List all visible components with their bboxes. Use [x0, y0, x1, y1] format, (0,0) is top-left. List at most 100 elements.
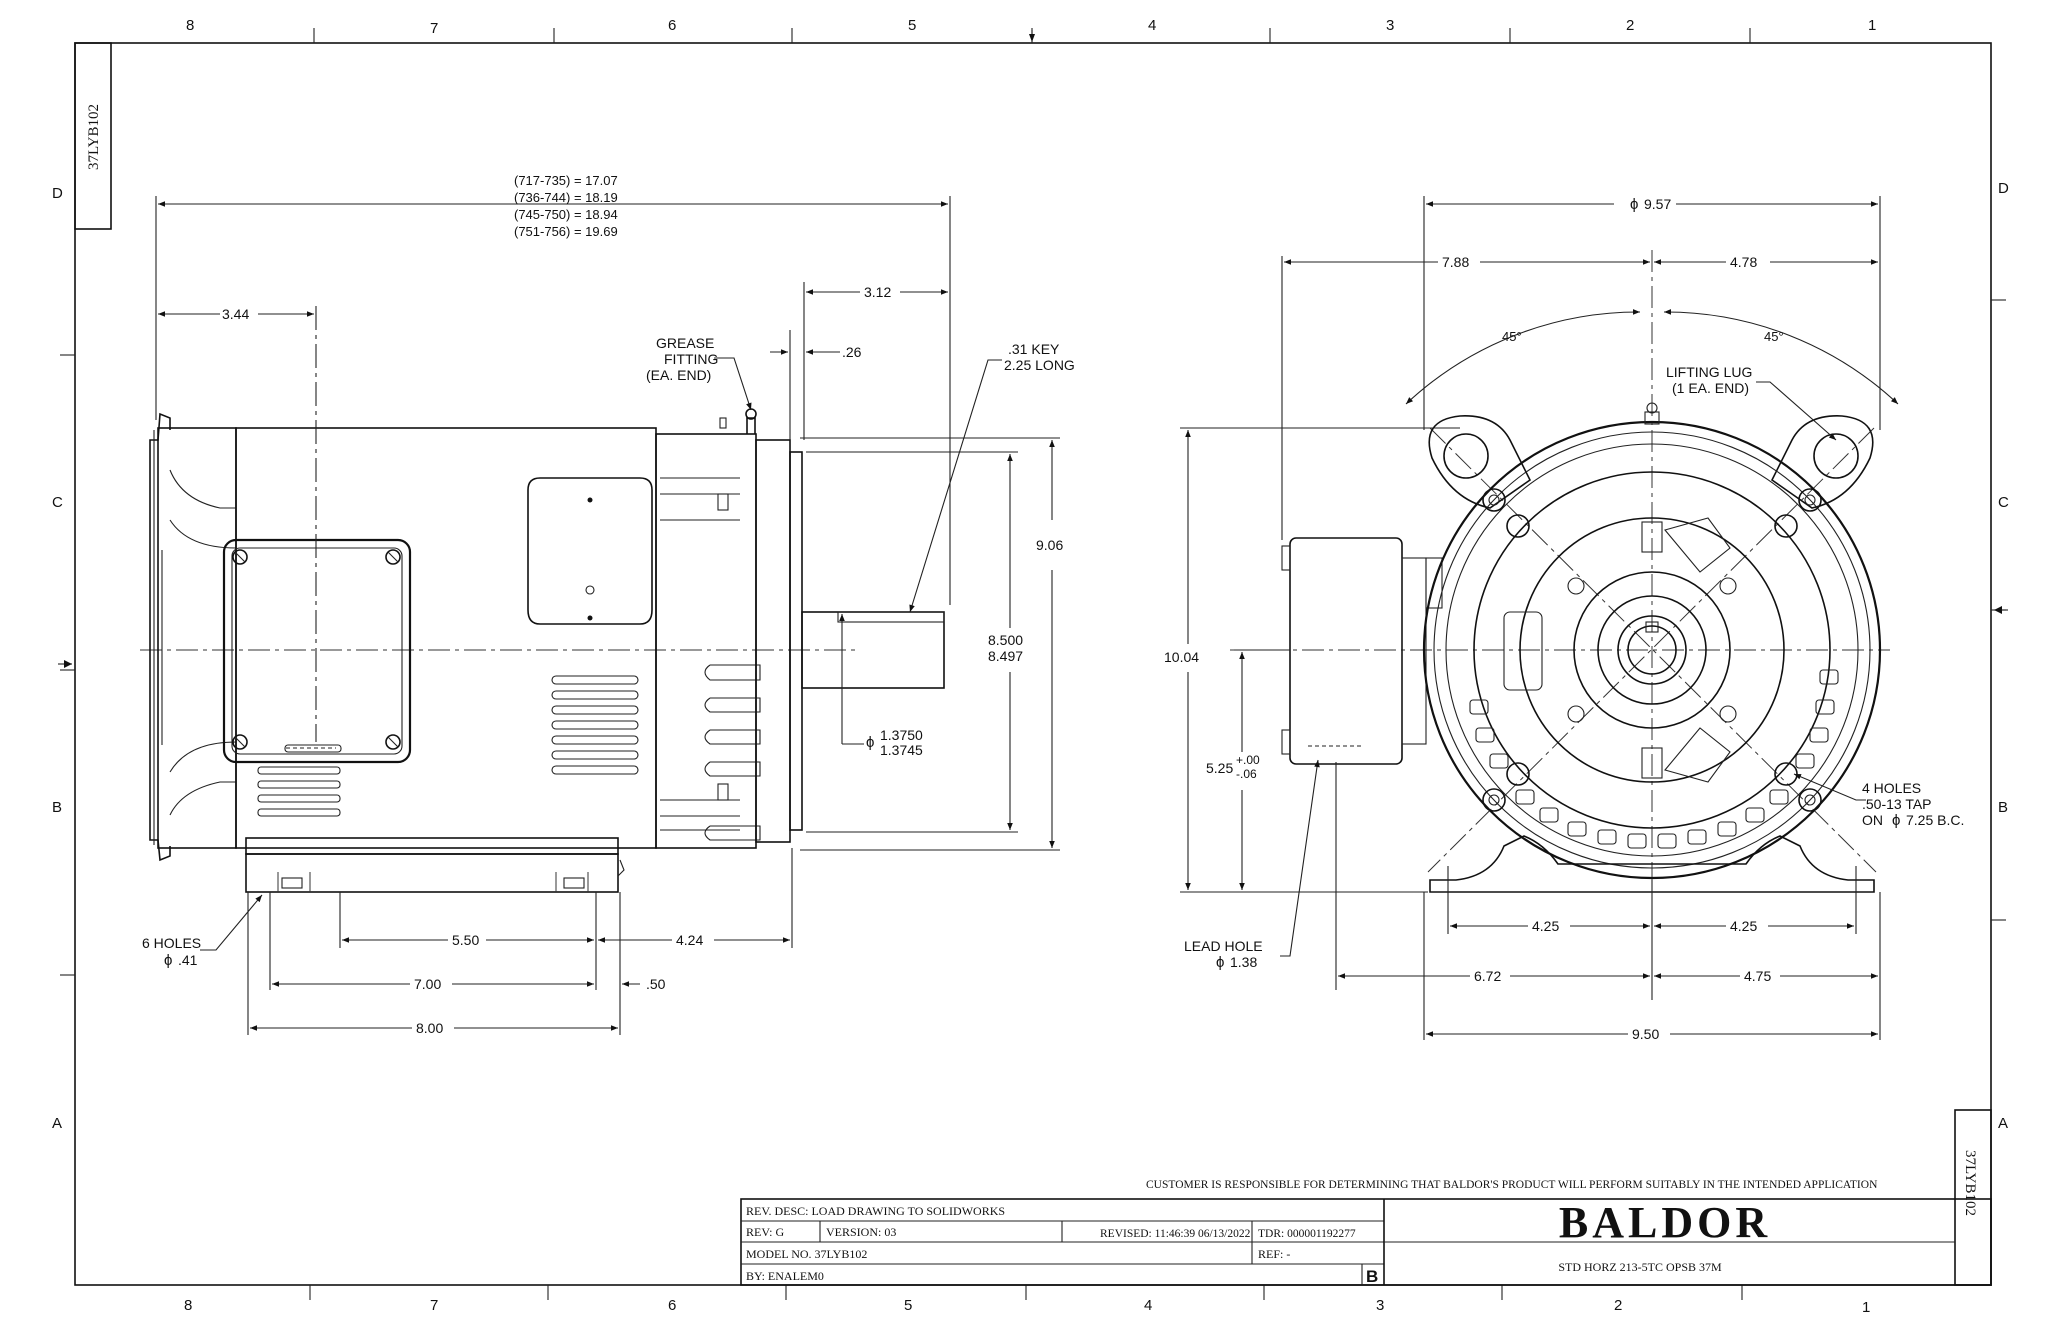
- lead-note-line-2: 1.38: [1230, 954, 1257, 970]
- dim-8-497: 8.497: [988, 648, 1023, 664]
- version-field: VERSION: 03: [826, 1225, 896, 1239]
- dim-7-88: 7.88: [1442, 254, 1469, 270]
- diameter-symbol-lead: ϕ: [1216, 954, 1224, 971]
- row-left-b: B: [52, 799, 62, 816]
- tap-note-line-4: 7.25 B.C.: [1906, 812, 1964, 828]
- tdr-field: TDR: 000001192277: [1258, 1228, 1356, 1240]
- drawing-description: STD HORZ 213-5TC OPSB 37M: [1558, 1260, 1722, 1274]
- dim-10-04: 10.04: [1164, 649, 1199, 665]
- drawing-number-box-bottom: 37LYB102: [1954, 1109, 1992, 1286]
- drawing-number-top: 37LYB102: [86, 104, 102, 170]
- drawing-border: [58, 28, 2008, 1300]
- row-right-c: C: [1998, 494, 2009, 511]
- tap-note-line-2: .50-13 TAP: [1862, 796, 1932, 812]
- dim-6-72: 6.72: [1474, 968, 1501, 984]
- dim-3-44: 3.44: [222, 306, 249, 322]
- zone-bottom-6: 6: [668, 1297, 676, 1314]
- lead-note-line-1: LEAD HOLE: [1184, 938, 1263, 954]
- angle-right: 45°: [1764, 329, 1784, 344]
- rev-desc: REV. DESC: LOAD DRAWING TO SOLIDWORKS: [746, 1204, 1005, 1218]
- zone-bottom-5: 5: [904, 1297, 912, 1314]
- end-view-labels: ϕ 9.57 7.88 4.78 45° 45° LIFTING LUG (1 …: [1164, 196, 1964, 1042]
- zone-top-8: 8: [186, 17, 194, 34]
- end-view-dimensions: [1180, 196, 1899, 1040]
- diameter-symbol-bc: ϕ: [1892, 812, 1900, 829]
- diameter-symbol-holes: ϕ: [164, 952, 172, 969]
- dim-8-500: 8.500: [988, 632, 1023, 648]
- lug-note-line-1: LIFTING LUG: [1666, 364, 1752, 380]
- dim-8-00: 8.00: [416, 1020, 443, 1036]
- disclaimer-text: CUSTOMER IS RESPONSIBLE FOR DETERMINING …: [1146, 1179, 1878, 1191]
- tap-note-line-1: 4 HOLES: [1862, 780, 1921, 796]
- dim-9-50: 9.50: [1632, 1026, 1659, 1042]
- end-view: [1230, 250, 1890, 893]
- zone-top-4: 4: [1148, 17, 1156, 34]
- row-left-d: D: [52, 185, 63, 202]
- angle-left: 45°: [1502, 329, 1522, 344]
- zone-bottom-4: 4: [1144, 1297, 1152, 1314]
- zone-bottom-8: 8: [184, 1297, 192, 1314]
- model-no-field: MODEL NO. 37LYB102: [746, 1247, 867, 1261]
- dim-4-24: 4.24: [676, 932, 703, 948]
- zone-bottom-3: 3: [1376, 1297, 1384, 1314]
- tol-minus: -.06: [1236, 767, 1257, 781]
- length-table-row-4: (751-756) = 19.69: [514, 224, 618, 239]
- grease-note-line-3: (EA. END): [646, 367, 711, 383]
- length-table-row-2: (736-744) = 18.19: [514, 190, 618, 205]
- dim-9-06: 9.06: [1036, 537, 1063, 553]
- row-right-d: D: [1998, 180, 2009, 197]
- dim-5-25: 5.25: [1206, 760, 1233, 776]
- zone-top-2: 2: [1626, 17, 1634, 34]
- side-view: [140, 408, 945, 893]
- zone-top-5: 5: [908, 17, 916, 34]
- row-left-c: C: [52, 494, 63, 511]
- dim-9-57: 9.57: [1644, 196, 1671, 212]
- holes-note-line-1: 6 HOLES: [142, 935, 201, 951]
- row-right-b: B: [1998, 799, 2008, 816]
- dim-7-00: 7.00: [414, 976, 441, 992]
- zone-top-7: 7: [430, 20, 438, 37]
- dim-0-26: .26: [842, 344, 862, 360]
- revised-field: REVISED: 11:46:39 06/13/2022: [1100, 1228, 1251, 1240]
- length-table-row-1: (717-735) = 17.07: [514, 173, 618, 188]
- dim-4-75: 4.75: [1744, 968, 1771, 984]
- ref-field: REF: -: [1258, 1247, 1290, 1261]
- baldor-logo: BALDOR: [1559, 1198, 1771, 1247]
- dim-3-12: 3.12: [864, 284, 891, 300]
- dim-4-25-right: 4.25: [1730, 918, 1757, 934]
- dim-5-50: 5.50: [452, 932, 479, 948]
- dim-4-78: 4.78: [1730, 254, 1757, 270]
- title-block: REV. DESC: LOAD DRAWING TO SOLIDWORKS RE…: [740, 1198, 1992, 1286]
- dim-shaft-min: 1.3745: [880, 742, 923, 758]
- row-right-a: A: [1998, 1115, 2008, 1132]
- drawing-number-box-top: 37LYB102: [74, 42, 112, 230]
- drawing-number-bottom: 37LYB102: [1962, 1150, 1978, 1216]
- side-view-labels: (717-735) = 17.07 (736-744) = 18.19 (745…: [142, 173, 1075, 1036]
- zone-top-1: 1: [1868, 17, 1876, 34]
- tol-plus: +.00: [1236, 753, 1260, 767]
- dim-4-25-left: 4.25: [1532, 918, 1559, 934]
- zone-bottom-7: 7: [430, 1297, 438, 1314]
- zone-top-3: 3: [1386, 17, 1394, 34]
- zone-labels: 8 7 6 5 4 3 2 1 8 7 6 5 4 3 2 1 D C B A …: [52, 17, 2009, 1316]
- length-table-row-3: (745-750) = 18.94: [514, 207, 618, 222]
- holes-note-line-2: .41: [178, 952, 198, 968]
- rev-field: REV: G: [746, 1225, 784, 1239]
- dim-0-50: .50: [646, 976, 666, 992]
- zone-top-6: 6: [668, 17, 676, 34]
- row-left-a: A: [52, 1115, 62, 1132]
- lug-note-line-2: (1 EA. END): [1672, 380, 1749, 396]
- size-letter: B: [1366, 1267, 1378, 1286]
- diameter-symbol-shaft: ϕ: [866, 734, 874, 751]
- grease-note-line-2: FITTING: [664, 351, 718, 367]
- key-note-line-1: .31 KEY: [1008, 341, 1060, 357]
- zone-bottom-2: 2: [1614, 1297, 1622, 1314]
- zone-bottom-1: 1: [1862, 1299, 1870, 1316]
- key-note-line-2: 2.25 LONG: [1004, 357, 1075, 373]
- tap-note-line-3: ON: [1862, 812, 1883, 828]
- diameter-symbol-frame: ϕ: [1630, 196, 1638, 213]
- by-field: BY: ENALEM0: [746, 1269, 824, 1283]
- grease-note-line-1: GREASE: [656, 335, 714, 351]
- side-view-dimensions: [155, 196, 1060, 1035]
